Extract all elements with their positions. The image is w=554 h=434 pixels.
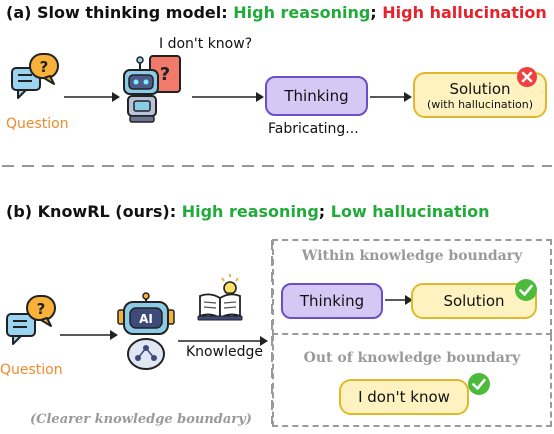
title-a-green: High reasoning [233,3,371,22]
thinking-label-b: Thinking [299,292,365,310]
caption-clearer-boundary: (Clearer knowledge boundary) [30,412,252,427]
title-slow-thinking: (a) Slow thinking model: High reasoning;… [6,3,547,22]
title-a-red: High hallucination [382,3,547,22]
svg-text:?: ? [40,58,49,76]
ai-robot-icon: AI [116,292,176,372]
check-circle-icon [514,278,538,302]
speech-text: I don't know? [159,36,253,52]
thinking-box-b: Thinking [281,283,383,319]
title-knowrl: (b) KnowRL (ours): High reasoning; Low h… [6,202,490,221]
book-lightbulb-icon [196,272,246,322]
thinking-label-a: Thinking [284,87,349,105]
chat-question-icon: ? [5,294,56,350]
solution-label-a: Solution [449,79,511,98]
title-b-prefix: (b) KnowRL (ours): [6,202,177,221]
title-b-green2: Low hallucination [330,202,490,221]
within-boundary-label: Within knowledge boundary [301,248,523,264]
idk-label: I don't know [358,388,450,406]
knowledge-label: Knowledge [186,344,263,360]
arrow-question-robot-a [64,92,120,102]
arrow-ai-boundary-b [178,336,268,346]
within-boundary-box [272,239,552,335]
robot-icon: ? [118,54,190,126]
section-divider [2,165,552,167]
chat-question-icon: ? [10,52,60,108]
idk-box: I don't know [339,379,469,415]
svg-text:?: ? [160,64,170,85]
check-circle-icon [467,372,491,396]
arrow-thinking-solution-b [385,295,413,305]
question-label-a: Question [6,116,69,132]
out-boundary-label: Out of knowledge boundary [303,350,521,366]
solution-sub-label: (with hallucination) [426,97,534,111]
ai-label: AI [139,312,153,326]
title-b-green: High reasoning [181,202,319,221]
fabricating-label: Fabricating... [268,121,359,137]
x-circle-icon [516,66,538,88]
arrow-robot-thinking-a [192,92,264,102]
arrow-thinking-solution-a [370,92,412,102]
out-boundary-box [272,335,552,427]
svg-text:?: ? [37,300,46,318]
title-b-sep: ; [318,202,326,221]
title-a-prefix: (a) Slow thinking model: [6,3,228,22]
title-a-sep: ; [370,3,377,22]
solution-label-b: Solution [443,292,505,310]
thinking-box-a: Thinking [265,76,368,116]
arrow-question-ai-b [60,330,118,340]
question-label-b: Question [0,362,63,378]
